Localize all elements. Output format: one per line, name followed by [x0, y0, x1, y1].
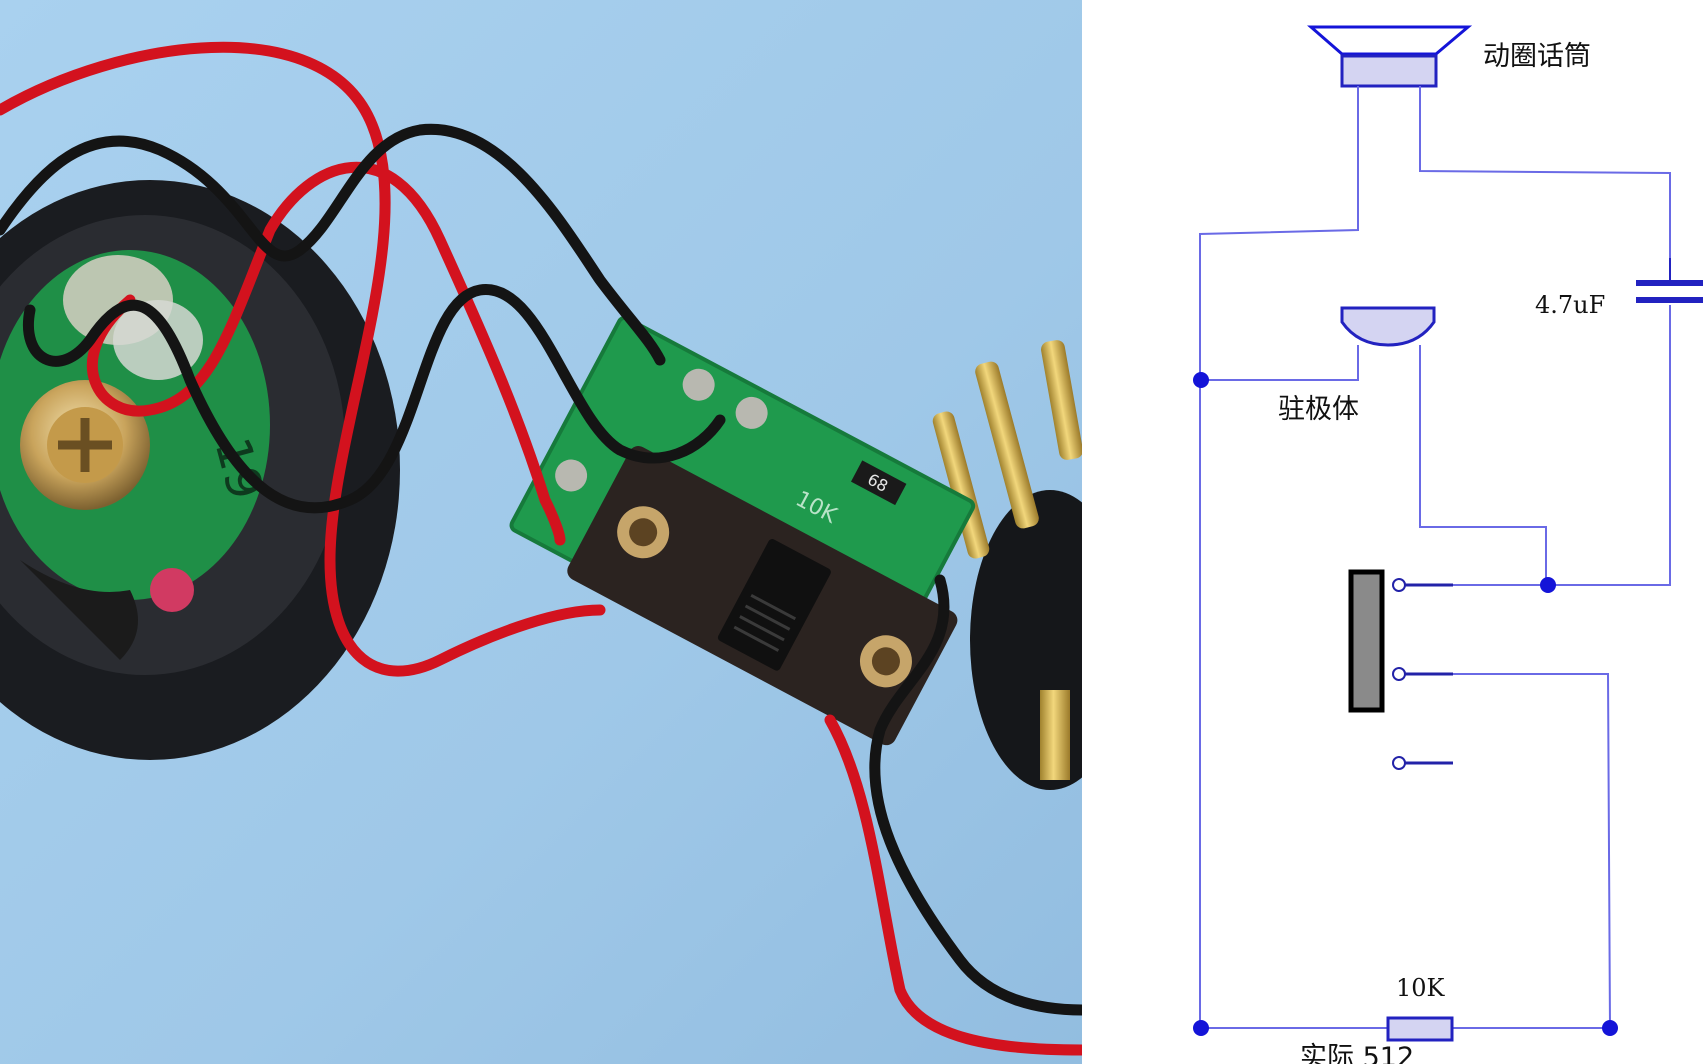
- node-right-bottom: [1602, 1020, 1618, 1036]
- dynamic-mic-symbol: [1306, 25, 1473, 88]
- schematic-wires: [1199, 86, 1671, 1029]
- junction-nodes: [1193, 372, 1618, 1036]
- node-left-upper: [1193, 372, 1209, 388]
- black-wires: [0, 123, 1082, 1016]
- dynamic-mic-label: 动圈话筒: [1483, 41, 1591, 72]
- switch-contact-3: [1392, 756, 1406, 770]
- switch-contact-2: [1392, 667, 1406, 681]
- switch-knob: [717, 539, 831, 671]
- slide-switch: [567, 446, 958, 746]
- node-left-bottom: [1193, 1020, 1209, 1036]
- capacitor-label: 4.7uF: [1535, 291, 1605, 319]
- electret-symbol: [1340, 306, 1436, 347]
- resistor-label: 10K: [1396, 974, 1446, 1002]
- electret-label: 驻极体: [1278, 394, 1359, 425]
- node-switch: [1540, 577, 1556, 593]
- photo-panel: 19 68 10K: [0, 0, 1082, 1064]
- schematic: 动圈话筒 驻极体: [1193, 25, 1703, 1064]
- capacitor-symbol: [1636, 258, 1703, 303]
- circuit-diagram: 动圈话筒 驻极体: [1082, 0, 1703, 1064]
- capsule-pad-red: [150, 568, 194, 612]
- resistor-symbol: [1386, 1016, 1454, 1042]
- switch-contact-leads: [1404, 583, 1453, 765]
- xlr-connector: [932, 340, 1082, 790]
- wiring-photo: 19 68 10K: [0, 0, 1082, 1064]
- switch-symbol: [1348, 569, 1406, 770]
- red-wires: [0, 41, 1082, 1056]
- resistor-actual-label: 实际 512: [1300, 1042, 1414, 1064]
- smd-resistor: [851, 460, 907, 506]
- switch-contact-1: [1392, 578, 1406, 592]
